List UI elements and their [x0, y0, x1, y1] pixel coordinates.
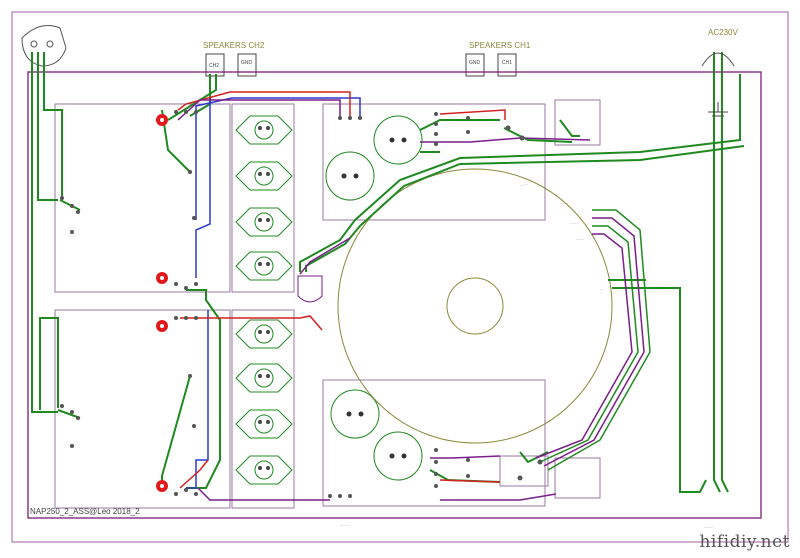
- earth-ground-symbol: [708, 102, 728, 117]
- transistors-top: [235, 115, 293, 281]
- power-inlet: [21, 25, 67, 67]
- amp-board-top: [54, 103, 231, 293]
- psu-board-bottom: [322, 379, 546, 507]
- drawing-title: NAP250_2_ASS@Leo 2018_2: [30, 507, 140, 516]
- relay-box-bottom: [554, 457, 601, 499]
- transistor-strip-bottom: [231, 309, 295, 509]
- transistors-bottom: [235, 319, 293, 485]
- svg-text:........: ........: [704, 524, 713, 529]
- ac-mains-label: AC230V: [708, 28, 738, 37]
- svg-text:.........: .........: [340, 522, 350, 527]
- green-wiring: [31, 52, 745, 493]
- speakers-ch1-label: SPEAKERS CH1: [469, 41, 531, 50]
- amp-board-bottom: [54, 309, 231, 509]
- transistor-strip-top: [231, 103, 295, 293]
- chassis-outline: [27, 71, 762, 519]
- ch1-gnd-terminal-label: GND: [469, 60, 481, 66]
- relay-box-top: [554, 99, 601, 146]
- svg-text:.......: .......: [519, 181, 528, 187]
- ch2-plus-terminal-label: CH2: [209, 63, 219, 69]
- trim-pots: [156, 114, 168, 492]
- speakers-ch2-label: SPEAKERS CH2: [203, 41, 265, 50]
- secondary-wiring: [535, 209, 651, 471]
- watermark: hifidiy.net: [699, 532, 790, 552]
- pcb-markings: ....... ....... ....... ....... ... ....…: [340, 181, 713, 529]
- thermal-sensor: [297, 275, 323, 303]
- purple-wiring: [177, 99, 591, 501]
- toroidal-transformer: [337, 168, 613, 444]
- blue-wiring: [186, 97, 361, 489]
- outer-frame: [11, 11, 789, 543]
- svg-text:.......: .......: [576, 236, 584, 241]
- svg-text:.......: .......: [570, 220, 578, 225]
- mains-cable: [701, 52, 735, 67]
- svg-text:...: ...: [600, 286, 603, 291]
- ch2-gnd-terminal-label: GND: [241, 60, 253, 66]
- transformer-core: [446, 277, 504, 335]
- red-wiring: [177, 91, 506, 489]
- ch1-plus-terminal-label: CH1: [502, 60, 512, 66]
- connector-pins: [60, 110, 543, 498]
- capacitors: [325, 115, 423, 481]
- svg-text:.......: .......: [560, 200, 568, 205]
